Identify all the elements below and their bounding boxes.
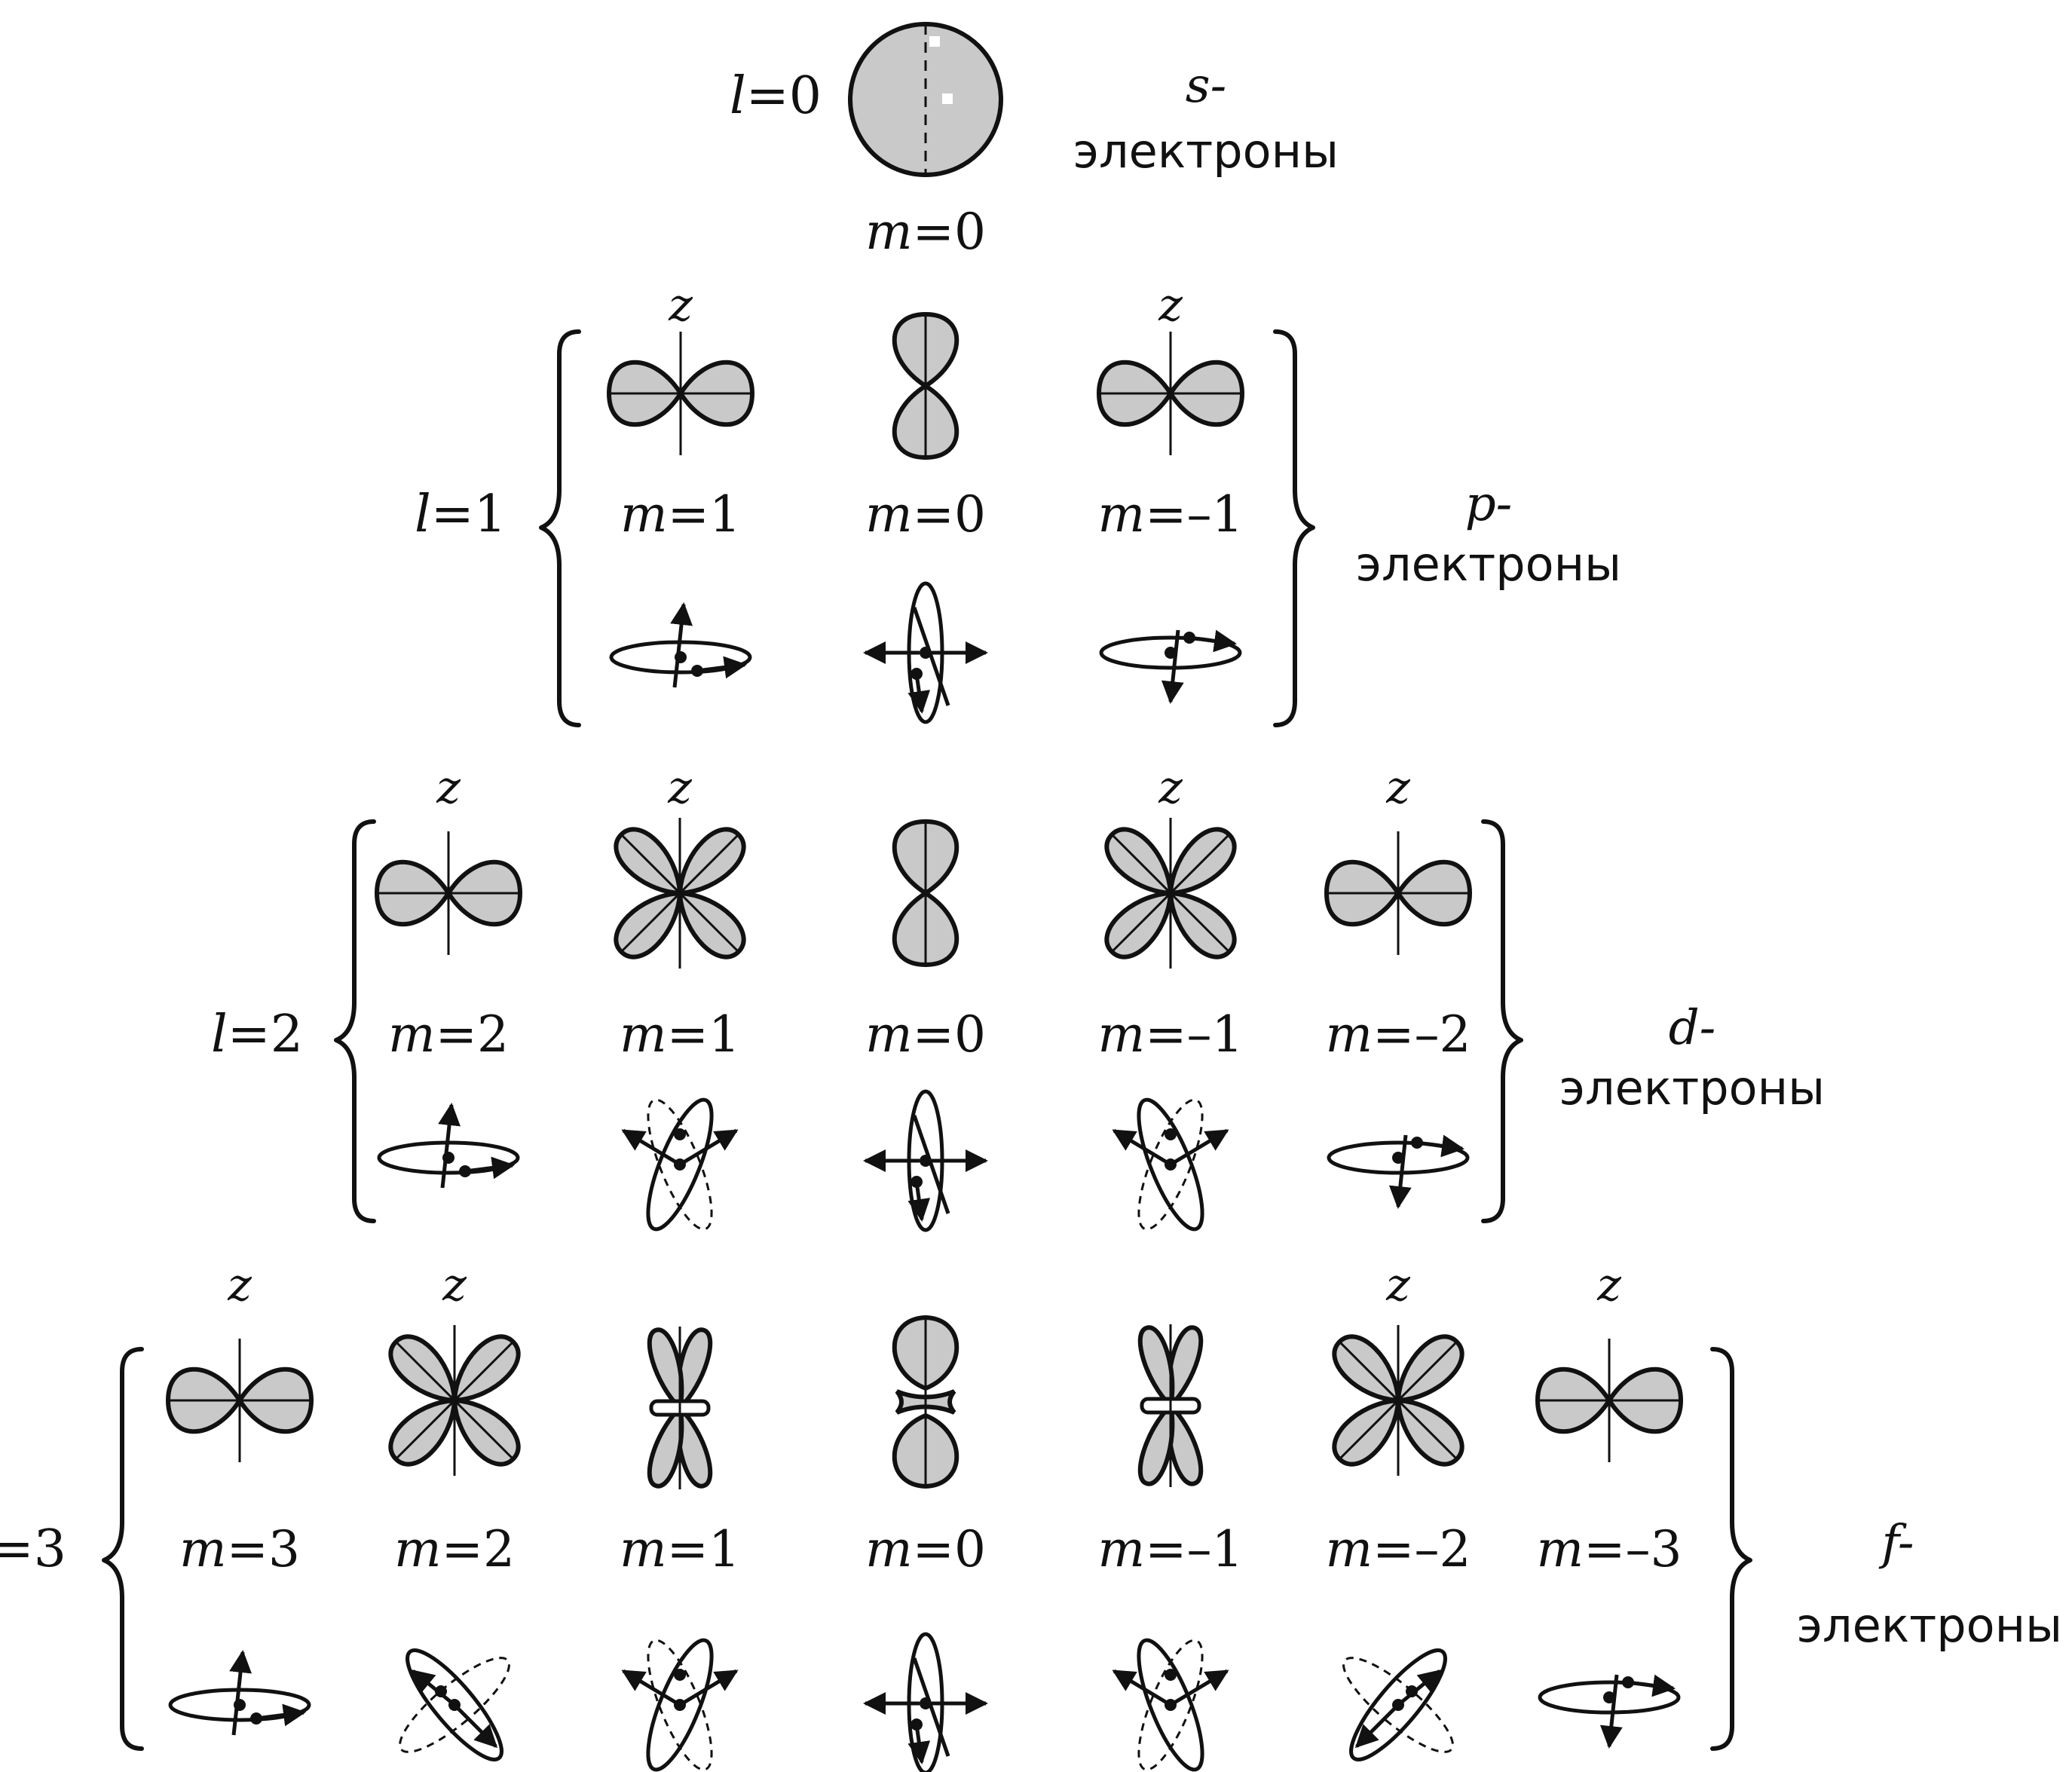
z-label-d-neg2: z: [1385, 761, 1410, 814]
z-label-p-1: z: [668, 279, 693, 332]
f-orbit-m1-icon: [623, 1633, 736, 1772]
f-orbit-mneg1-icon: [1114, 1633, 1227, 1772]
m-label-f-0: m=0: [865, 1520, 986, 1578]
d-orbit-mneg1-icon: [1114, 1093, 1227, 1236]
f-orbital-m3-shape: [168, 1339, 311, 1462]
d-orbital-mneg2-shape: [1327, 831, 1470, 955]
z-label-d-neg1: z: [1158, 761, 1183, 814]
m-label-d-2: m=2: [388, 1005, 509, 1064]
m-label-s-0: m=0: [865, 203, 986, 261]
electrons-label-s: электроны: [1073, 124, 1339, 179]
letter-d: d-: [1669, 1000, 1716, 1056]
z-label-d-1: z: [667, 761, 692, 814]
p-orbital-m1-shape: [609, 332, 752, 455]
l-label-s: l=0: [730, 66, 822, 126]
electrons-label-f: электроны: [1797, 1598, 2062, 1653]
m-label-f-2: m=2: [394, 1520, 515, 1578]
group-s: l=0 m=0 s- электроны: [730, 22, 1339, 261]
m-label-f-3: m=3: [179, 1520, 300, 1578]
group-d: l=2 z m=2 z m=1 m=0 z m=–1 z m=–2 d- эле…: [211, 761, 1825, 1236]
m-label-f-neg2: m=–2: [1326, 1520, 1471, 1578]
letter-f: f-: [1878, 1515, 1914, 1571]
m-label-d-neg1: m=–1: [1098, 1005, 1244, 1064]
left-brace-f: [102, 1347, 144, 1751]
d-orbit-m2-icon: [379, 1105, 518, 1188]
d-orbit-mneg2-icon: [1329, 1135, 1468, 1207]
right-brace-p: [1273, 329, 1315, 727]
f-orbit-m2-icon: [389, 1639, 520, 1770]
d-orbit-m1-icon: [623, 1093, 736, 1236]
s-orbital-sphere: [848, 22, 1003, 177]
f-orbital-mneg1-shape: [1135, 1324, 1207, 1487]
l-label-f: =3: [0, 1520, 66, 1579]
z-label-f-neg2: z: [1385, 1259, 1410, 1311]
f-orbit-mneg3-icon: [1540, 1675, 1679, 1746]
p-orbital-m0-shape: [895, 314, 957, 458]
right-brace-f: [1710, 1347, 1752, 1751]
right-brace-d: [1481, 819, 1523, 1223]
d-orbital-mneg1-shape: [1097, 818, 1244, 969]
f-orbital-m0-shape: [895, 1318, 957, 1486]
letter-p: p-: [1465, 476, 1513, 532]
f-orbital-m2-shape: [381, 1325, 528, 1476]
electrons-label-d: электроны: [1559, 1060, 1825, 1116]
m-label-f-neg1: m=–1: [1098, 1520, 1244, 1578]
letter-s: s-: [1186, 58, 1226, 114]
f-orbital-mneg3-shape: [1538, 1339, 1681, 1462]
l-label-d: l=2: [211, 1005, 303, 1064]
f-orbit-m3-icon: [170, 1652, 309, 1735]
m-label-f-neg3: m=–3: [1537, 1520, 1682, 1578]
p-orbit-m0-icon: [865, 583, 986, 722]
m-label-p-1: m=1: [620, 485, 741, 543]
m-label-d-0: m=0: [865, 1005, 986, 1064]
d-orbit-m0-icon: [865, 1091, 986, 1230]
z-label-f-neg3: z: [1596, 1259, 1621, 1311]
z-label-d-2: z: [436, 761, 461, 814]
d-orbital-m2-shape: [377, 831, 520, 955]
left-brace-p: [539, 329, 581, 727]
d-orbital-m0-shape: [895, 822, 957, 965]
l-label-p: l=1: [415, 485, 507, 544]
m-label-d-neg2: m=–2: [1326, 1005, 1471, 1064]
m-label-p-neg1: m=–1: [1098, 485, 1244, 543]
p-orbit-m1-icon: [611, 604, 750, 687]
z-label-p-m1: z: [1158, 279, 1183, 332]
p-orbit-mneg1-icon: [1101, 630, 1240, 702]
group-f: =3 z m=3 z m=2 m=1 m=0 m=–1 z m=–2 z: [0, 1259, 2062, 1772]
left-brace-d: [334, 819, 376, 1223]
m-label-f-1: m=1: [620, 1520, 740, 1578]
electrons-label-p: электроны: [1356, 537, 1621, 592]
d-orbital-m1-shape: [607, 818, 753, 969]
z-label-f-3: z: [227, 1259, 252, 1311]
f-orbit-mneg2-icon: [1333, 1639, 1464, 1770]
z-label-f-2: z: [442, 1259, 467, 1311]
f-orbit-m0-icon: [865, 1634, 986, 1772]
group-p: l=1 z m=1 m=0 z m=–1 p- электроны: [415, 279, 1621, 727]
p-orbital-mneg1-shape: [1099, 332, 1242, 455]
m-label-p-0: m=0: [865, 485, 986, 543]
f-orbital-m1-shape: [644, 1327, 716, 1489]
m-label-d-1: m=1: [620, 1005, 740, 1064]
f-orbital-mneg2-shape: [1325, 1325, 1471, 1476]
